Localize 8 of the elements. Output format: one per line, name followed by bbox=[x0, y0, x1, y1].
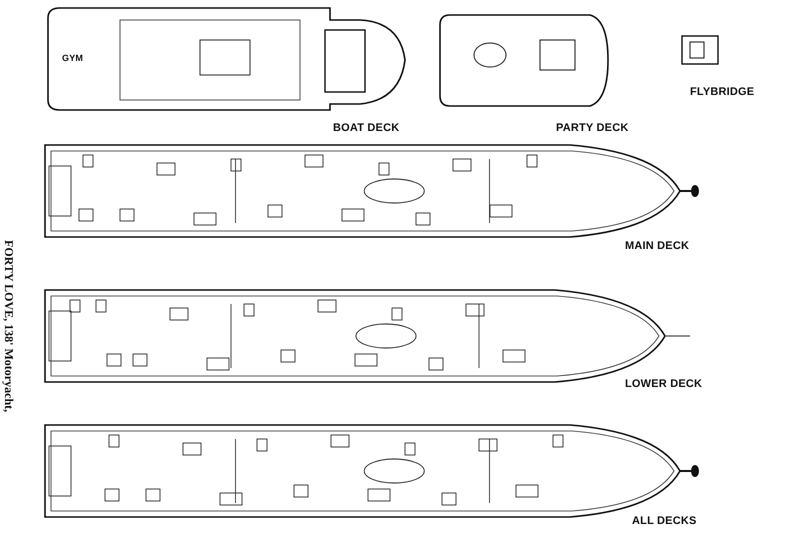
deck-label: MAIN DECK bbox=[625, 240, 690, 252]
caption: FORTY LOVE, 138' Motoryacht, bbox=[1, 240, 16, 412]
deck-label: FLYBRIDGE bbox=[690, 86, 754, 98]
room-label: GYM bbox=[62, 53, 84, 63]
deck-label: ALL DECKS bbox=[632, 515, 697, 527]
deck-label: LOWER DECK bbox=[625, 378, 702, 390]
deck-label: BOAT DECK bbox=[333, 122, 400, 134]
deck-label: PARTY DECK bbox=[556, 122, 628, 134]
